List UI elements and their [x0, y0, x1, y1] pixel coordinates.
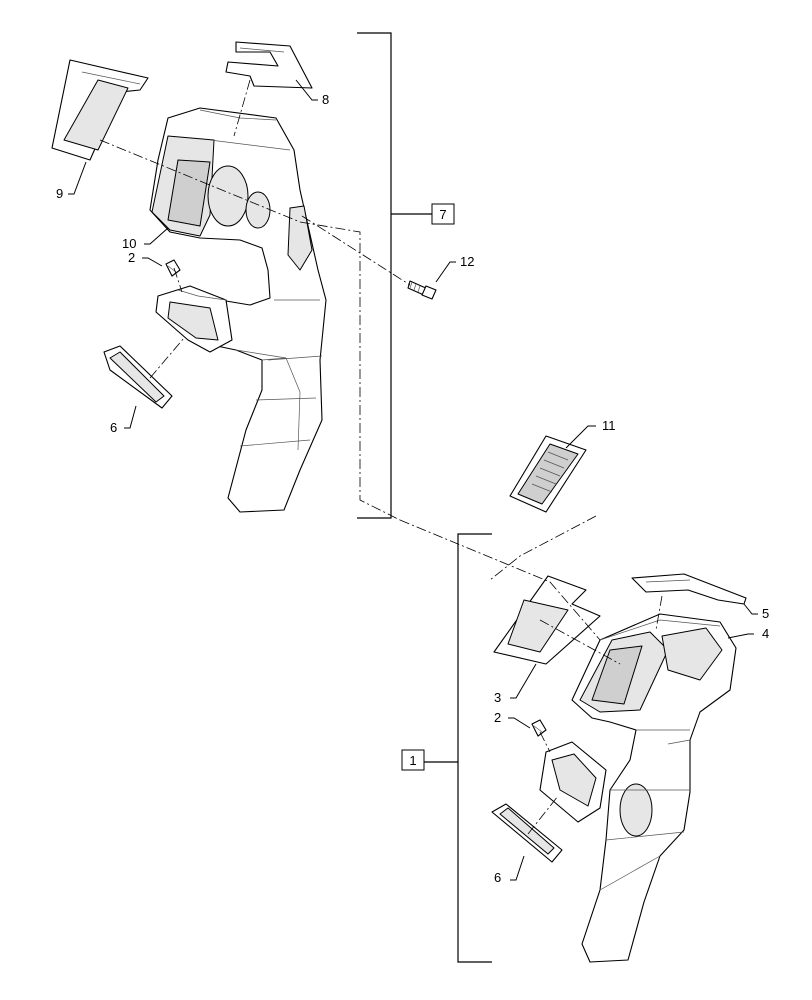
- callout-12: 12: [460, 254, 474, 269]
- upper-assembly: 7: [51, 32, 474, 521]
- upper-switch-module: [155, 285, 233, 353]
- leader-9: [68, 161, 87, 195]
- leader-2b: [508, 717, 531, 729]
- assembly-label-box-upper: [431, 203, 455, 225]
- phantom-line: [489, 515, 597, 581]
- assembly-bracket-upper: [357, 32, 432, 519]
- callout-5: 5: [762, 606, 769, 621]
- lower-assembly: 1: [399, 515, 769, 963]
- phantom-line: [149, 337, 185, 379]
- leader-12: [435, 261, 456, 283]
- part-2-clip-upper: [165, 259, 181, 277]
- assembly-label-box-lower: [401, 749, 425, 771]
- part-9-side-panel: [51, 59, 149, 161]
- phantom-line: [655, 595, 663, 631]
- leader-5: [743, 603, 758, 615]
- leader-2a: [142, 257, 163, 267]
- phantom-line: [301, 215, 411, 286]
- assembly-label-upper: 7: [439, 207, 446, 222]
- upper-grip-housing: [149, 107, 327, 513]
- part-6-pad-lower: [491, 803, 563, 863]
- callout-8: 8: [322, 92, 329, 107]
- phantom-line: [527, 795, 559, 835]
- callout-2-lower: 2: [494, 710, 501, 725]
- leader-4: [727, 633, 754, 639]
- leader-8: [295, 79, 318, 101]
- phantom-line: [173, 267, 183, 293]
- leader-11: [565, 425, 596, 449]
- part-2-clip-lower: [531, 719, 547, 737]
- assembly-label-lower: 1: [409, 753, 416, 768]
- leader-10: [144, 227, 169, 245]
- part-5-top-plate: [631, 573, 747, 605]
- leader-3: [510, 663, 537, 699]
- lower-grip-housing: [571, 613, 737, 963]
- phantom-line: [399, 519, 601, 641]
- phantom-line: [539, 619, 621, 665]
- lower-switch-module: [539, 741, 607, 823]
- leader-6b: [510, 855, 525, 881]
- callout-11: 11: [602, 418, 616, 433]
- callout-2-upper: 2: [128, 250, 135, 265]
- part-11-switch-panel: 11: [509, 418, 616, 513]
- assembly-bracket-lower: [424, 533, 492, 963]
- leader-6a: [124, 405, 137, 429]
- part-12-screw: [407, 280, 437, 300]
- callout-4: 4: [762, 626, 769, 641]
- callout-10: 10: [122, 236, 136, 251]
- callout-3: 3: [494, 690, 501, 705]
- part-3-side-panel: [493, 575, 601, 665]
- phantom-line: [99, 139, 401, 521]
- callout-6-upper: 6: [110, 420, 117, 435]
- part-8-top-plate: [225, 41, 313, 89]
- phantom-line: [539, 731, 551, 753]
- callout-9: 9: [56, 186, 63, 201]
- phantom-line: [233, 79, 251, 137]
- part-6-pad-upper: [103, 345, 173, 409]
- callout-6-lower: 6: [494, 870, 501, 885]
